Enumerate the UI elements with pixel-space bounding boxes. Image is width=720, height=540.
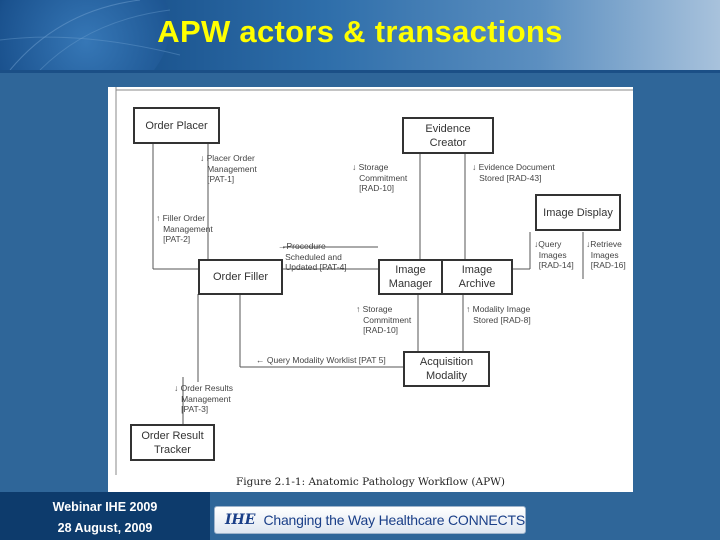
transaction-storage-commitment-top: ↓ Storage Commitment [RAD-10]	[352, 162, 407, 194]
footer-info-panel: Webinar IHE 2009 28 August, 2009	[0, 492, 210, 540]
transaction-order-results: ↓ Order Results Management [PAT-3]	[174, 383, 233, 415]
actor-evidence-creator: Evidence Creator	[402, 117, 494, 154]
header-divider	[0, 70, 720, 73]
transaction-storage-commitment-bottom: ↑ Storage Commitment [RAD-10]	[356, 304, 411, 336]
transaction-retrieve-images: ↓Retrieve Images [RAD-16]	[586, 239, 626, 271]
actor-order-placer: Order Placer	[133, 107, 220, 144]
transaction-query-modality-worklist: ← Query Modality Worklist [PAT 5]	[256, 355, 386, 366]
transaction-filler-order: ↑ Filler Order Management [PAT-2]	[156, 213, 213, 245]
actor-image-manager: Image Manager	[378, 259, 443, 295]
actor-order-filler: Order Filler	[198, 259, 283, 295]
transaction-modality-image-stored: ↑ Modality Image Stored [RAD-8]	[466, 304, 531, 325]
actor-image-archive: Image Archive	[441, 259, 513, 295]
webinar-label: Webinar IHE 2009	[0, 500, 210, 514]
actor-order-result-tracker: Order Result Tracker	[130, 424, 215, 461]
figure-caption: Figure 2.1-1: Anatomic Pathology Workflo…	[108, 476, 633, 488]
transaction-placer-order: ↓ Placer Order Management [PAT-1]	[200, 153, 257, 185]
slide-title: APW actors & transactions	[0, 14, 720, 50]
ihe-logo: IHE	[225, 512, 255, 528]
header-banner: APW actors & transactions	[0, 0, 720, 70]
transaction-query-images: ↓Query Images [RAD-14]	[534, 239, 574, 271]
actor-image-display: Image Display	[535, 194, 621, 231]
webinar-date: 28 August, 2009	[0, 521, 210, 535]
transaction-procedure-scheduled: →Procedure Scheduled and Updated [PAT-4]	[278, 241, 347, 273]
ihe-tagline: Changing the Way Healthcare CONNECTS	[263, 512, 525, 528]
transaction-evidence-documents: ↓ Evidence Document Stored [RAD-43]	[472, 162, 555, 183]
workflow-figure: Order Placer Evidence Creator Image Disp…	[108, 87, 633, 492]
actor-acquisition-modality: Acquisition Modality	[403, 351, 490, 387]
ihe-banner: IHE Changing the Way Healthcare CONNECTS	[214, 506, 526, 534]
